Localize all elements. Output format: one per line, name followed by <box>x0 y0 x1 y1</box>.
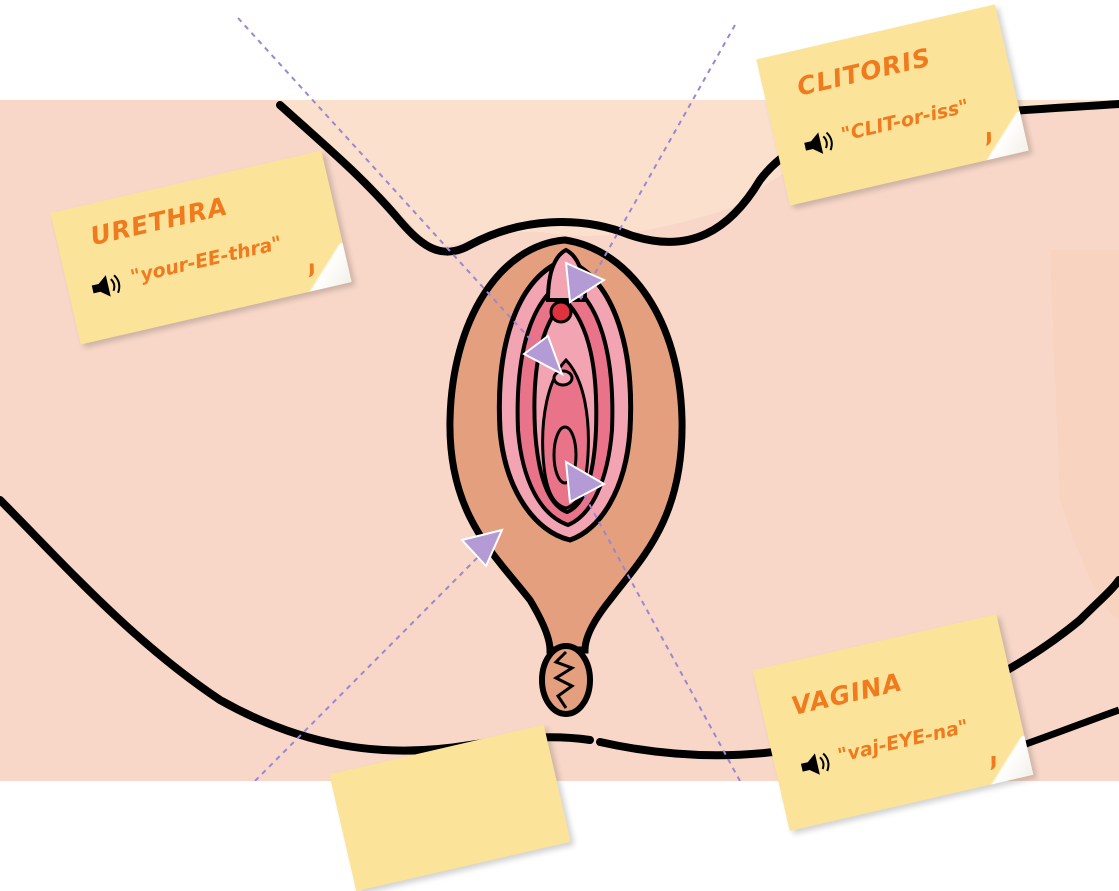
page-curl-mark <box>986 756 996 770</box>
anus <box>542 646 590 714</box>
speaker-icon[interactable] <box>88 269 127 304</box>
urethra-pronunciation: "your-EE-thra" <box>128 232 284 288</box>
speaker-icon[interactable] <box>797 747 836 782</box>
clitoris-term: CLITORIS <box>794 43 933 102</box>
urethral-opening <box>554 371 572 385</box>
vagina-pronunciation: "vaj-EYE-na" <box>836 715 971 766</box>
page-curl-mark <box>304 263 314 277</box>
urethra-term: URETHRA <box>88 191 231 251</box>
page-curl-mark <box>981 132 991 146</box>
anatomy-diagram: URETHRA "your-EE-thra" CLITORIS "CLIT-or… <box>0 0 1119 781</box>
vagina-term: VAGINA <box>789 667 906 721</box>
clitoris-pronunciation: "CLIT-or-iss" <box>839 95 971 146</box>
speaker-icon[interactable] <box>800 126 839 161</box>
clitoris <box>551 302 571 322</box>
